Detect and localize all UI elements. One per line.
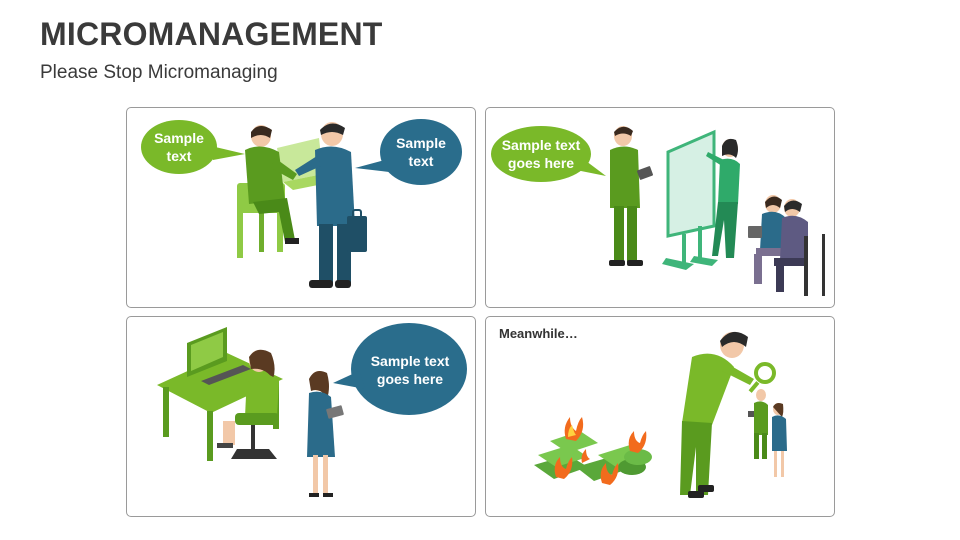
computer-monitor-icon	[187, 327, 251, 385]
speech-bubble-left-shape	[141, 120, 245, 174]
small-couple-icon	[748, 389, 787, 477]
standing-businessman-icon	[295, 122, 355, 288]
speech-bubble: Sample text goes here	[353, 325, 467, 415]
speech-bubble-left: Sample text	[141, 122, 217, 172]
burning-money-icon	[534, 417, 652, 485]
desk-worker-icon	[217, 349, 279, 459]
standing-woman-icon	[307, 371, 344, 497]
panel-presentation: Sample text goes here	[485, 107, 835, 308]
desk-worker-illustration	[157, 323, 467, 497]
speech-bubble: Sample text goes here	[492, 127, 590, 181]
speech-bubble-right: Sample text	[380, 119, 462, 185]
meanwhile-caption: Meanwhile…	[499, 326, 578, 341]
panel-desk-worker: Sample text goes here	[126, 316, 476, 517]
speech-bubble-left-text: Sample text	[154, 129, 204, 164]
flipchart-icon	[662, 129, 718, 270]
seated-man-icon	[245, 125, 299, 244]
panel-meanwhile: Meanwhile…	[485, 316, 835, 517]
presenter-woman-icon	[706, 138, 740, 258]
presenter-man-icon	[609, 126, 654, 266]
speech-bubble-shape	[333, 323, 467, 415]
presentation-illustration	[491, 126, 825, 296]
speech-bubble-shape	[491, 126, 606, 182]
speech-bubble-right-text: Sample text	[396, 134, 446, 169]
meanwhile-illustration	[534, 331, 787, 498]
magnifier-man-icon	[680, 331, 776, 498]
speech-bubble-text: Sample text goes here	[370, 352, 450, 387]
speech-bubble-right-shape	[355, 119, 462, 185]
slide-subtitle: Please Stop Micromanaging	[40, 62, 278, 83]
seated-audience-icon	[748, 195, 825, 296]
office-conversation-illustration	[141, 119, 462, 288]
slide-title: MICROMANAGEMENT	[40, 16, 383, 52]
briefcase-icon	[347, 209, 367, 252]
speech-bubble-text: Sample text goes here	[501, 136, 581, 171]
panel-office-conversation: Sample text Sample text	[126, 107, 476, 308]
